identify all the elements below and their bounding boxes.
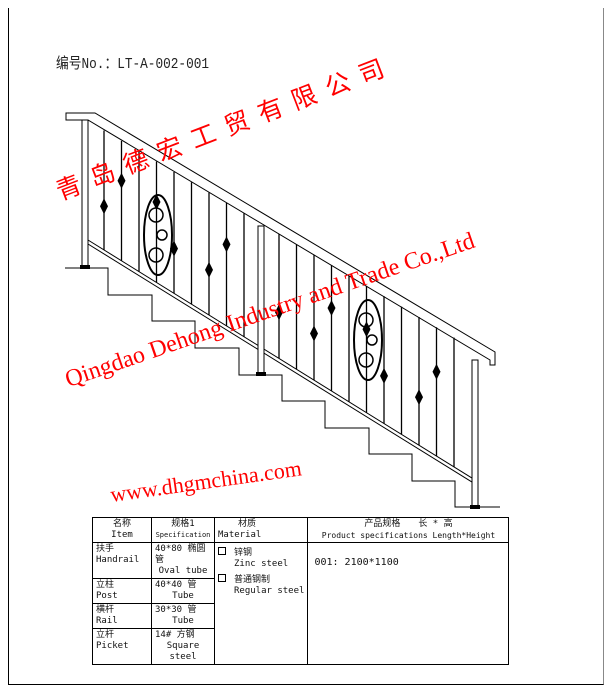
spec-cn: 40*80 椭圆管 xyxy=(155,544,206,565)
diamond-ornament xyxy=(205,261,213,278)
zinc-steel-checkbox[interactable] xyxy=(218,547,226,555)
product-header-cn: 产品规格 长 * 高 xyxy=(364,519,453,529)
bottom-rail-edge xyxy=(87,243,473,483)
diamond-ornament xyxy=(117,172,126,189)
product-header-en: Product specifications Length*Height xyxy=(321,531,496,540)
diamond-ornament xyxy=(415,389,423,406)
spec-en: Tube xyxy=(172,616,194,626)
product-spec: 001: 2100*1100 xyxy=(314,557,399,568)
drawing-code: 编号No.：LT-A-002-001 xyxy=(56,56,210,73)
diamond-ornament xyxy=(100,198,108,215)
stair-outline xyxy=(65,267,500,508)
scroll-curl xyxy=(366,334,378,346)
scroll-curl xyxy=(358,312,374,328)
item-header-cn: 名称 xyxy=(112,519,131,529)
spec-cn: 30*30 管 xyxy=(155,605,197,615)
material-header-cn: 材质 xyxy=(238,519,257,529)
drawing-frame xyxy=(8,8,604,685)
material-en: Zinc steel xyxy=(234,559,289,569)
item-en: Rail xyxy=(96,616,118,626)
diamond-ornament xyxy=(362,321,371,338)
regular-steel-checkbox[interactable] xyxy=(218,574,226,582)
handrail xyxy=(65,112,496,366)
spec-en: Oval tube xyxy=(158,566,208,576)
item-header-en: Item xyxy=(111,530,133,540)
post-base xyxy=(470,505,480,509)
item-en: Picket xyxy=(96,641,129,651)
post-base xyxy=(256,372,266,376)
material-cn: 普通钢制 xyxy=(234,575,271,585)
scroll-curl xyxy=(148,207,164,223)
item-cn: 横杆 xyxy=(96,605,115,615)
item-cn: 立柱 xyxy=(96,580,115,590)
spec-en: Tube xyxy=(172,591,194,601)
item-en: Post xyxy=(96,591,118,601)
post-base xyxy=(80,265,90,269)
diamond-ornament xyxy=(380,367,388,384)
material-header-en: Material xyxy=(218,530,262,540)
diamond-ornament xyxy=(152,194,161,211)
diamond-ornament xyxy=(275,304,283,321)
item-en: Handrail xyxy=(96,555,140,565)
scroll-curl xyxy=(156,229,168,241)
scroll-ornament xyxy=(143,194,173,276)
spec-cn: 40*40 管 xyxy=(155,580,197,590)
diamond-ornament xyxy=(327,300,336,317)
scroll-curl xyxy=(358,352,374,368)
bottom-rail xyxy=(87,239,473,479)
diamond-ornament xyxy=(222,236,231,253)
scroll-ornament xyxy=(353,299,383,381)
item-cn: 立杆 xyxy=(96,630,115,640)
scroll-curl xyxy=(148,247,164,263)
spec-en: Square steel xyxy=(166,641,200,662)
spec-cn: 14# 方钢 xyxy=(155,630,195,640)
material-en: Regular steel xyxy=(234,586,305,596)
spec-header-en: Specification xyxy=(155,531,211,539)
diamond-ornament xyxy=(310,325,318,342)
spec-header-cn: 规格1 xyxy=(171,519,195,529)
item-cn: 扶手 xyxy=(96,544,115,554)
diamond-ornament xyxy=(432,363,441,380)
post xyxy=(471,359,479,509)
material-cn: 锌钢 xyxy=(234,548,253,558)
